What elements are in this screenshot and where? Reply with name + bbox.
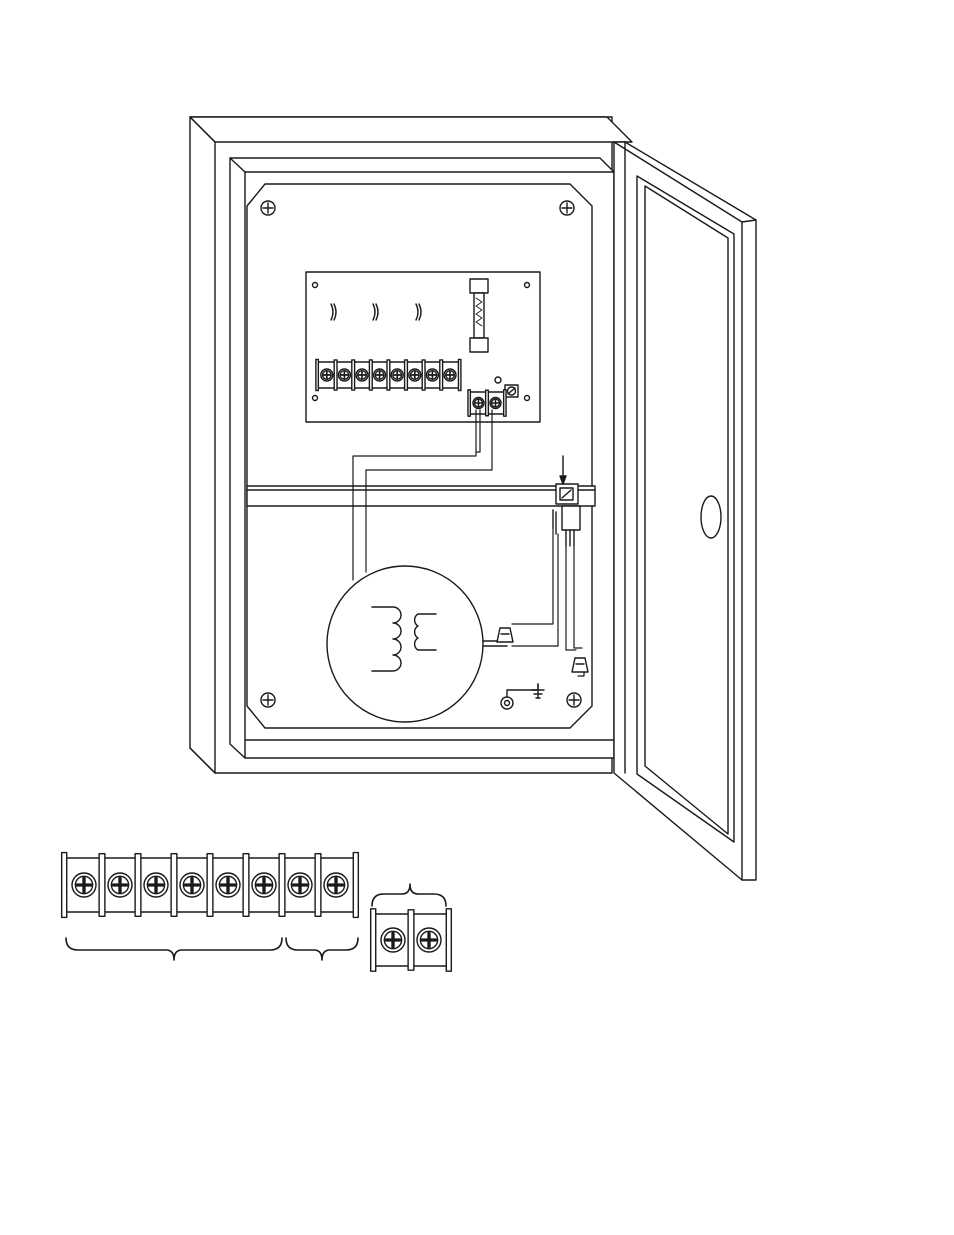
board-terminal-strip-small xyxy=(468,390,506,416)
panel-screw-top-left xyxy=(261,201,275,215)
board-small-terminal-1 xyxy=(473,398,484,409)
panel-screw-bottom-right xyxy=(567,693,581,707)
panel-screw-top-right xyxy=(560,201,574,215)
mounting-rail xyxy=(247,486,595,506)
detail-terminal-strip-small xyxy=(371,909,452,971)
brace-small-strip xyxy=(372,884,446,906)
detail-terminal-strip xyxy=(62,853,359,918)
brace-main-group xyxy=(66,938,282,960)
panel-screw-bottom-left xyxy=(261,693,275,707)
door-latch-hole xyxy=(701,496,721,538)
detail-terminal-1 xyxy=(72,873,96,897)
wire-connector-transformer xyxy=(497,628,513,642)
board-terminal-strip xyxy=(316,359,461,390)
board-terminal-1 xyxy=(321,369,333,381)
control-board xyxy=(306,272,540,422)
wire-connector-side xyxy=(572,658,588,672)
detail-small-terminal-1 xyxy=(381,928,405,952)
open-door xyxy=(614,142,756,880)
adjustment-pot xyxy=(505,385,518,397)
brace-secondary-group xyxy=(286,938,358,960)
